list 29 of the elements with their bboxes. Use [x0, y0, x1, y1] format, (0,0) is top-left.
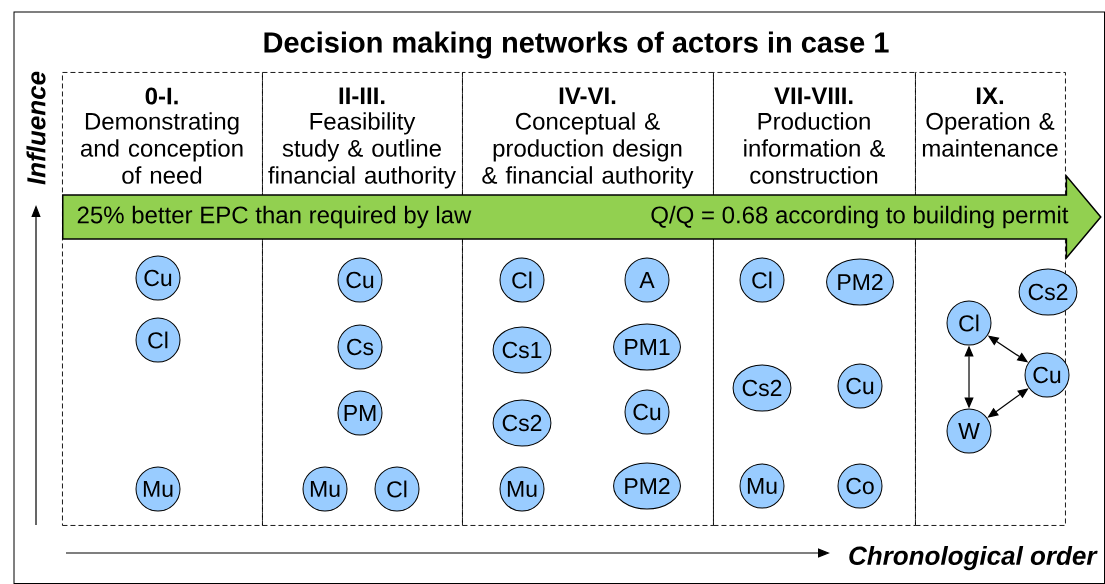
actor-bubble: Cs2: [732, 364, 792, 412]
actor-bubble: Cu: [135, 255, 181, 301]
actor-bubble: Cu: [1024, 352, 1070, 398]
actor-bubble: Mu: [739, 463, 785, 509]
actor-bubble: Cl: [499, 257, 545, 303]
actor-bubble: Co: [837, 463, 883, 509]
actor-bubble: Mu: [302, 466, 348, 512]
actor-bubble: Cu: [337, 257, 383, 303]
actor-bubble: Cl: [374, 466, 420, 512]
actor-bubble: PM2: [613, 462, 681, 510]
actor-bubble: PM: [337, 390, 383, 436]
actor-bubble: Cu: [837, 363, 883, 409]
actor-bubble: W: [946, 408, 992, 454]
title: Decision making networks of actors in case 1: [264, 31, 889, 59]
actor-bubble: Cl: [946, 300, 992, 346]
actor-bubble: PM2: [826, 258, 894, 306]
actor-bubble: Cl: [135, 317, 181, 363]
actor-bubble: Mu: [499, 466, 545, 512]
actor-bubble: Cl: [739, 257, 785, 303]
actor-bubble: Mu: [135, 466, 181, 512]
actor-bubble: A: [624, 257, 670, 303]
axis-label: Chronological order: [849, 545, 1098, 571]
actor-bubble: PM1: [613, 323, 681, 371]
actor-bubble: Cs: [337, 324, 383, 370]
actor-bubble: Cs2: [1018, 268, 1078, 316]
actor-bubble: Cs1: [492, 326, 552, 374]
actor-bubble: Cs2: [492, 399, 552, 447]
actor-bubble: Cu: [624, 389, 670, 435]
axis-label: Influence: [26, 71, 46, 185]
